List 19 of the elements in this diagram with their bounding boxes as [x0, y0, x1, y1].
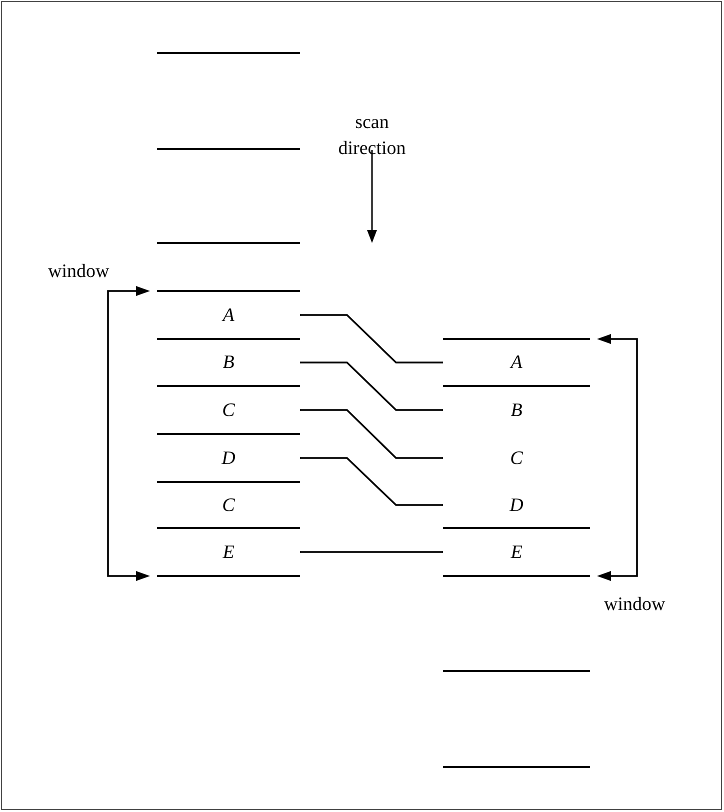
connector-line [300, 409, 443, 459]
slot-letter: E [214, 540, 242, 564]
slot-letter: A [214, 303, 242, 327]
slot-letter: B [502, 398, 530, 422]
connector-line [300, 362, 443, 411]
slot-letter: B [214, 350, 242, 374]
slot-letter: D [502, 493, 530, 517]
note-label: window [604, 593, 666, 617]
slot-letter: C [214, 493, 242, 517]
slot-letter: C [502, 446, 530, 470]
connector-line [300, 457, 443, 506]
connector-line [300, 551, 443, 553]
slot-letter: E [502, 540, 530, 564]
note-label: window [48, 260, 110, 284]
slot-letter: C [214, 398, 242, 422]
slot-letter: A [502, 350, 530, 374]
slot-letter: D [214, 446, 242, 470]
connector-line [300, 314, 443, 364]
note-label: scan direction [337, 111, 407, 161]
